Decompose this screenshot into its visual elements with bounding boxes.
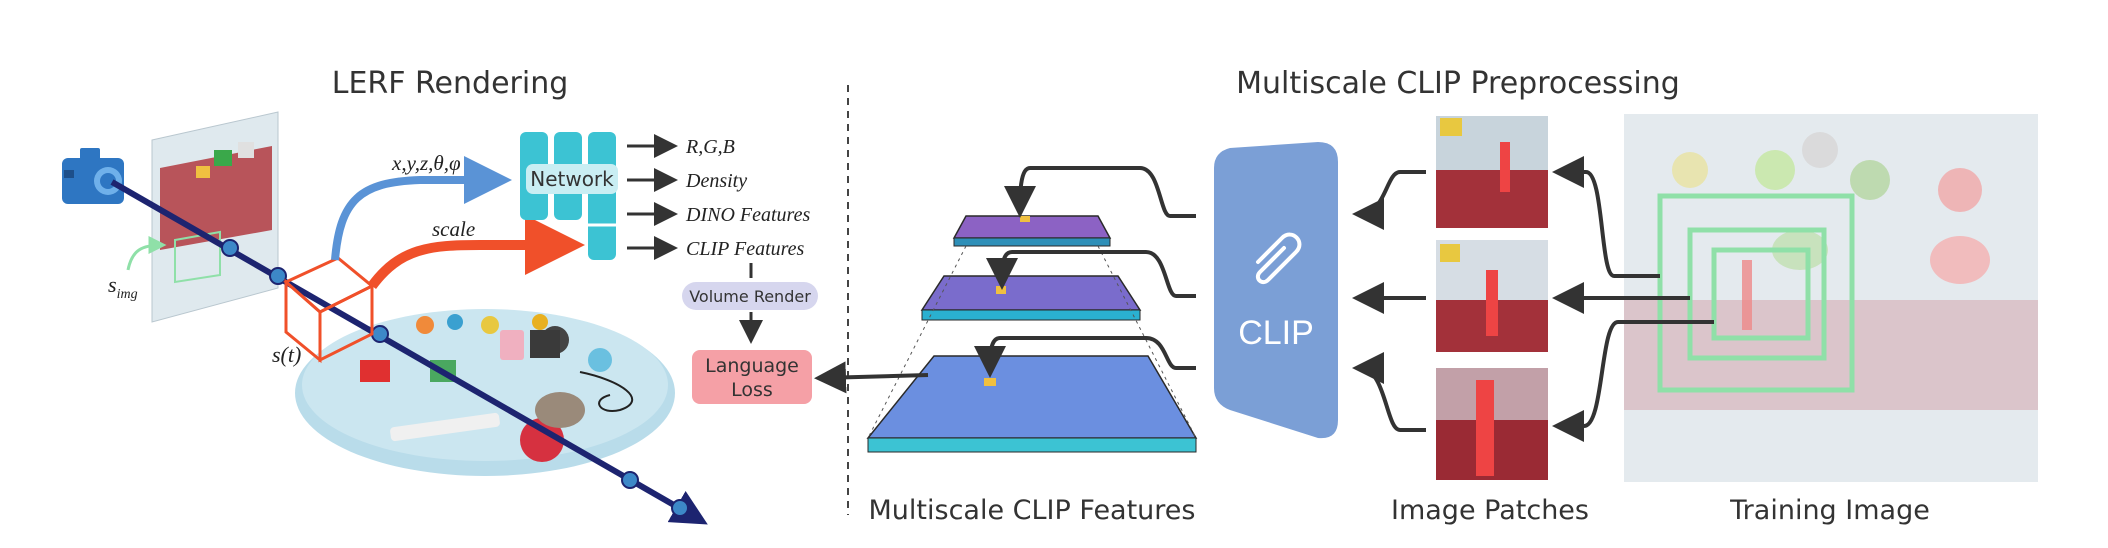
network-label: Network	[530, 167, 614, 191]
camera-ray	[110, 179, 708, 525]
patch-box-large	[1657, 193, 1855, 393]
clip-to-medium-layer-arrow	[986, 250, 1196, 298]
patch-box-medium	[1687, 227, 1827, 361]
image-patch-large	[1436, 368, 1548, 480]
ray-sample-point	[621, 471, 639, 489]
training-image	[1624, 114, 2038, 482]
patch3-to-clip-arrow	[1352, 352, 1426, 432]
ray-sample-point	[221, 239, 239, 257]
language-loss-line1: Language	[705, 355, 799, 377]
language-loss-box	[692, 350, 812, 404]
right-section-title: Multiscale CLIP Preprocessing	[1236, 66, 1680, 101]
image-patch-medium	[1436, 240, 1548, 352]
patch-boxes	[1657, 193, 1855, 393]
patches-caption: Image Patches	[1391, 495, 1589, 526]
ray-sample-point	[671, 499, 689, 517]
volume-render-label: Volume Render	[689, 287, 811, 306]
scale-arrow	[367, 215, 585, 290]
clip-label: CLIP	[1238, 314, 1314, 352]
volume-render-pill	[682, 282, 818, 310]
clip-encoder-block	[1214, 142, 1338, 439]
network-block: Network	[520, 132, 618, 260]
output-clip: CLIP Features	[686, 238, 805, 260]
paperclip-icon	[1255, 232, 1302, 285]
output-rgb: R,G,B	[685, 136, 735, 158]
scale-label: scale	[432, 217, 475, 241]
scene-table	[295, 309, 675, 476]
patch1-to-clip-arrow	[1352, 170, 1426, 230]
camera-icon	[62, 148, 124, 204]
clip-to-large-layer-arrow	[974, 336, 1196, 378]
language-loss-line2: Loss	[731, 379, 773, 401]
output-density: Density	[685, 170, 747, 192]
left-section-title: LERF Rendering	[332, 66, 569, 101]
multiscale-feature-stack	[866, 215, 1198, 453]
output-dino: DINO Features	[685, 204, 810, 226]
input-arrow	[331, 156, 512, 261]
input-coords-label: x,y,z,θ,φ	[391, 151, 461, 175]
features-to-loss-arrow	[814, 361, 929, 394]
patch-box-small	[1711, 247, 1811, 341]
train-to-patch3-arrow	[1552, 320, 1714, 442]
features-caption: Multiscale CLIP Features	[869, 495, 1196, 526]
train-to-patch1-arrow	[1552, 156, 1660, 278]
s-img-symbol: simg	[108, 272, 138, 302]
network-outputs: R,G,B Density DINO Features CLIP Feature…	[627, 134, 810, 260]
clip-to-small-layer-arrow	[1004, 166, 1196, 218]
training-caption: Training Image	[1729, 495, 1930, 526]
ray-sample-point	[269, 267, 287, 285]
ray-sample-point	[371, 325, 389, 343]
image-patch-small	[1436, 116, 1548, 228]
s-t-symbol: s(t)	[272, 342, 301, 367]
s-img-arrow	[126, 236, 167, 271]
